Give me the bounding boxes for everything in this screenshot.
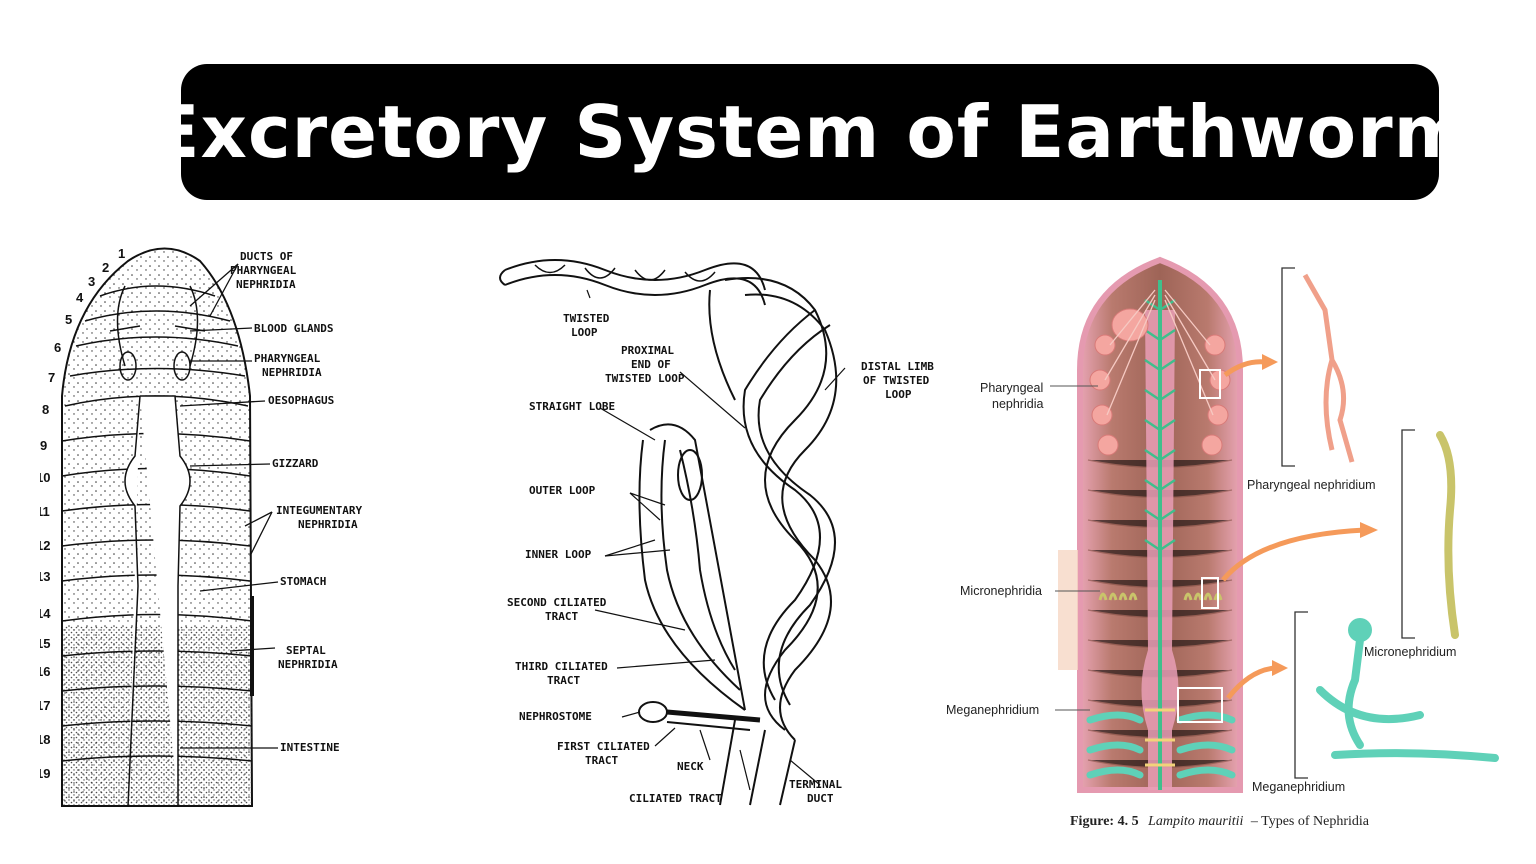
label-pharyngeal-nephridia-line1: Pharyngeal — [980, 381, 1043, 395]
label-gizzard: GIZZARD — [272, 457, 319, 470]
label-twisted-loop-line2: LOOP — [571, 326, 598, 339]
label-third-ciliated-line2: TRACT — [547, 674, 580, 687]
label-first-ciliated-line2: TRACT — [585, 754, 618, 767]
segment-number: 16 — [40, 664, 50, 679]
segment-number: 12 — [40, 538, 50, 553]
page-title: Excretory System of Earthworm — [150, 90, 1470, 174]
label-intestine: INTESTINE — [280, 741, 340, 754]
label-pharyngeal-nephridia-line2: nephridia — [992, 397, 1043, 411]
label-terminal-duct-line2: DUCT — [807, 792, 834, 805]
label-outer-loop: OUTER LOOP — [529, 484, 596, 497]
label-straight-lobe: STRAIGHT LOBE — [529, 400, 615, 413]
label-nephrostome: NEPHROSTOME — [519, 710, 592, 723]
segment-number: 14 — [40, 606, 51, 621]
label-proximal-line2: END OF — [631, 358, 671, 371]
segment-number: 15 — [40, 636, 50, 651]
segment-number: 6 — [54, 340, 61, 355]
earthworm-body-svg: 1 2 3 4 5 6 7 8 9 10 11 12 13 14 15 16 1… — [36, 246, 362, 807]
segment-number: 1 — [118, 246, 125, 261]
label-inner-loop: INNER LOOP — [525, 548, 592, 561]
nephridia-types-diagram: Pharyngeal nephridia Micronephridia Mega… — [940, 250, 1530, 850]
label-first-ciliated-line1: FIRST CILIATED — [557, 740, 650, 753]
label-integumentary-line2: NEPHRIDIA — [298, 518, 358, 531]
segment-number: 13 — [40, 569, 50, 584]
label-septal-line1: SEPTAL — [286, 644, 326, 657]
label-proximal-line1: PROXIMAL — [621, 344, 674, 357]
segment-number: 7 — [48, 370, 55, 385]
segment-number: 11 — [40, 504, 50, 519]
label-meganephridium-right: Meganephridium — [1252, 780, 1345, 794]
label-terminal-duct-line1: TERMINAL — [789, 778, 842, 791]
label-ducts-line2: PHARYNGEAL — [230, 264, 297, 277]
caption-suffix: – Types of Nephridia — [1250, 814, 1370, 829]
label-neck: NECK — [677, 760, 704, 773]
earthworm-body-diagram: 1 2 3 4 5 6 7 8 9 10 11 12 13 14 15 16 1… — [36, 236, 440, 816]
segment-number: 4 — [76, 290, 84, 305]
segment-number: 10 — [40, 470, 50, 485]
figure-caption: Figure: 4. 5 Lampito mauritii – Types of… — [1070, 814, 1370, 829]
caption-species: Lampito mauritii — [1147, 814, 1243, 829]
label-distal-line1: DISTAL LIMB — [861, 360, 934, 373]
label-ducts-line1: DUCTS OF — [240, 250, 293, 263]
nephridium-structure-svg: TWISTED LOOP PROXIMAL END OF TWISTED LOO… — [499, 259, 934, 806]
nephridium-structure-diagram: TWISTED LOOP PROXIMAL END OF TWISTED LOO… — [495, 250, 965, 820]
label-oesophagus: OESOPHAGUS — [268, 394, 334, 407]
segment-number: 5 — [65, 312, 72, 327]
label-second-ciliated-line2: TRACT — [545, 610, 578, 623]
label-ducts-line3: NEPHRIDIA — [236, 278, 296, 291]
label-meganephridium-left: Meganephridium — [946, 703, 1039, 717]
segment-number: 3 — [88, 274, 95, 289]
segment-number: 9 — [40, 438, 47, 453]
segment-number: 18 — [40, 732, 50, 747]
label-integumentary-line1: INTEGUMENTARY — [276, 504, 362, 517]
segment-number: 8 — [42, 402, 49, 417]
nephridia-types-svg: Pharyngeal nephridia Micronephridia Mega… — [946, 256, 1499, 829]
label-distal-line2: OF TWISTED — [863, 374, 930, 387]
label-septal-line2: NEPHRIDIA — [278, 658, 338, 671]
label-ciliated-tract: CILIATED TRACT — [629, 792, 722, 805]
label-twisted-loop-line1: TWISTED — [563, 312, 610, 325]
label-pharyngeal-line1: PHARYNGEAL — [254, 352, 321, 365]
segment-number: 19 — [40, 766, 50, 781]
segment-number: 17 — [40, 698, 50, 713]
label-pharyngeal-nephridium: Pharyngeal nephridium — [1247, 478, 1376, 492]
caption-prefix: Figure: 4. 5 — [1070, 814, 1139, 829]
label-distal-line3: LOOP — [885, 388, 912, 401]
label-pharyngeal-line2: NEPHRIDIA — [262, 366, 322, 379]
label-micronephridium: Micronephridium — [1364, 645, 1456, 659]
label-second-ciliated-line1: SECOND CILIATED — [507, 596, 607, 609]
label-blood-glands: BLOOD GLANDS — [254, 322, 333, 335]
label-proximal-line3: TWISTED LOOP — [605, 372, 685, 385]
segment-number: 2 — [102, 260, 109, 275]
label-third-ciliated-line1: THIRD CILIATED — [515, 660, 608, 673]
label-micronephridia: Micronephridia — [960, 584, 1042, 598]
title-banner: Excretory System of Earthworm — [150, 64, 1469, 200]
label-stomach: STOMACH — [280, 575, 326, 588]
